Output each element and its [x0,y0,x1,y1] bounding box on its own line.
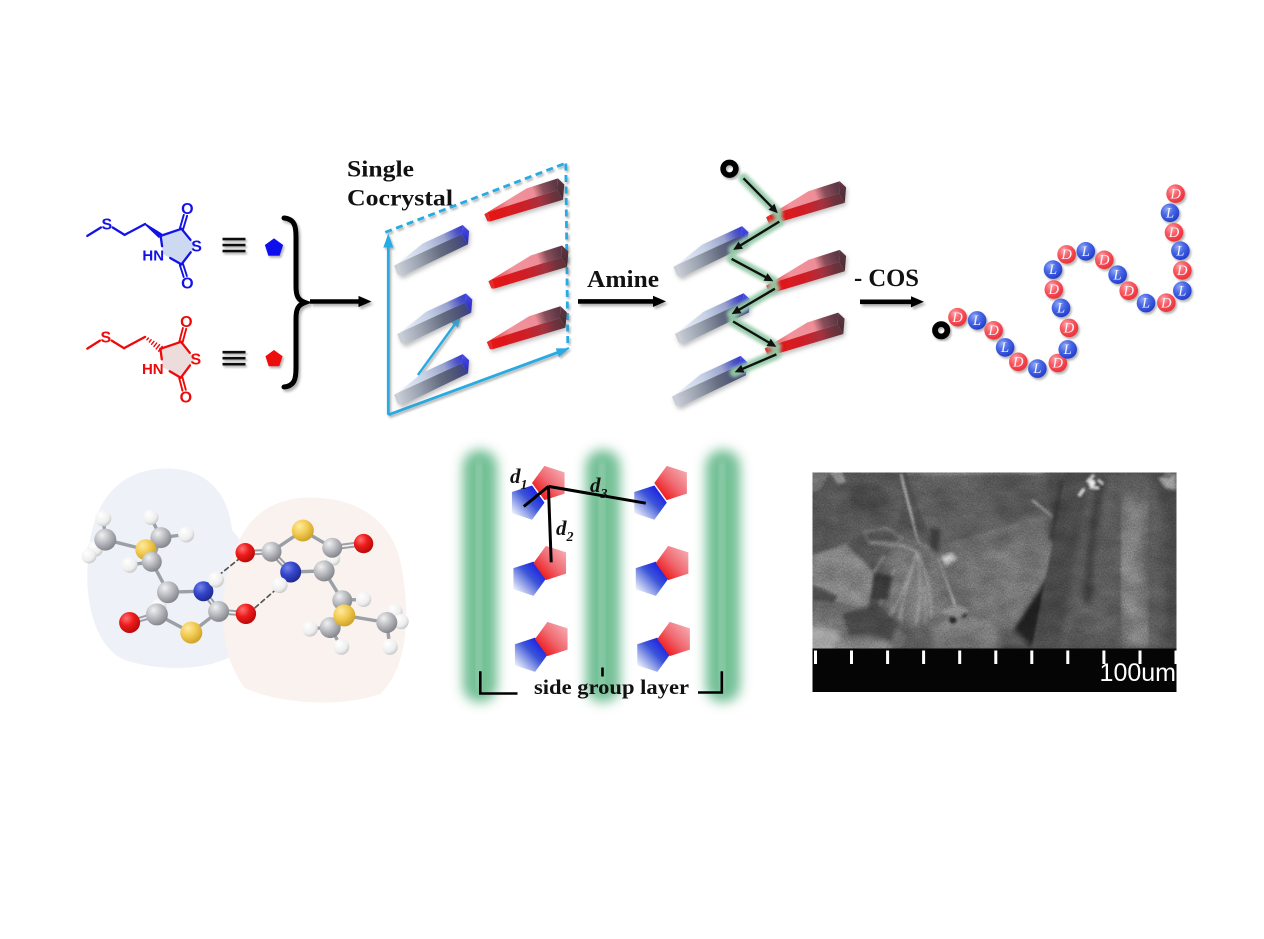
svg-text:O: O [181,201,193,218]
svg-text:3: 3 [600,487,608,502]
svg-text:L: L [1175,243,1184,259]
svg-text:L: L [972,313,981,329]
svg-text:S: S [190,352,201,369]
svg-text:L: L [1048,262,1057,278]
svg-text:D: D [1122,283,1134,299]
svg-text:L: L [1056,301,1065,317]
svg-text:L: L [1141,296,1150,312]
svg-text:d: d [590,473,601,497]
svg-text:100um: 100um [1100,659,1176,687]
svg-text:L: L [1000,340,1009,356]
svg-text:L: L [1032,361,1041,377]
svg-text:D: D [1048,282,1060,298]
svg-text:S: S [100,329,111,346]
svg-text:1: 1 [521,478,528,493]
svg-text:L: L [1165,205,1174,221]
svg-text:- COS: - COS [854,265,919,292]
svg-text:D: D [1060,247,1072,263]
svg-text:Single: Single [347,157,414,182]
svg-text:D: D [1052,356,1064,372]
svg-text:D: D [951,310,963,326]
svg-text:L: L [1177,283,1186,299]
svg-text:D: D [987,323,999,339]
svg-text:O: O [181,276,193,293]
svg-text:D: D [1168,225,1180,241]
svg-text:S: S [191,239,202,256]
svg-text:L: L [1081,244,1090,260]
svg-text:d: d [510,464,521,488]
svg-text:O: O [180,314,192,331]
svg-text:D: D [1176,263,1188,279]
svg-text:L: L [1113,267,1122,283]
svg-text:D: D [1169,186,1181,202]
svg-text:D: D [1160,295,1172,311]
svg-text:D: D [1063,321,1075,337]
svg-text:side group layer: side group layer [534,675,689,699]
svg-text:D: D [1012,354,1024,370]
svg-text:O: O [180,390,192,407]
svg-text:L: L [1063,342,1072,358]
svg-text:S: S [101,216,112,233]
svg-text:HN: HN [142,361,164,378]
svg-text:2: 2 [566,530,574,545]
svg-text:d: d [556,516,567,540]
svg-text:D: D [1098,252,1110,268]
svg-text:Cocrystal: Cocrystal [347,186,453,211]
svg-text:HN: HN [142,248,164,265]
svg-text:Amine: Amine [587,267,659,293]
